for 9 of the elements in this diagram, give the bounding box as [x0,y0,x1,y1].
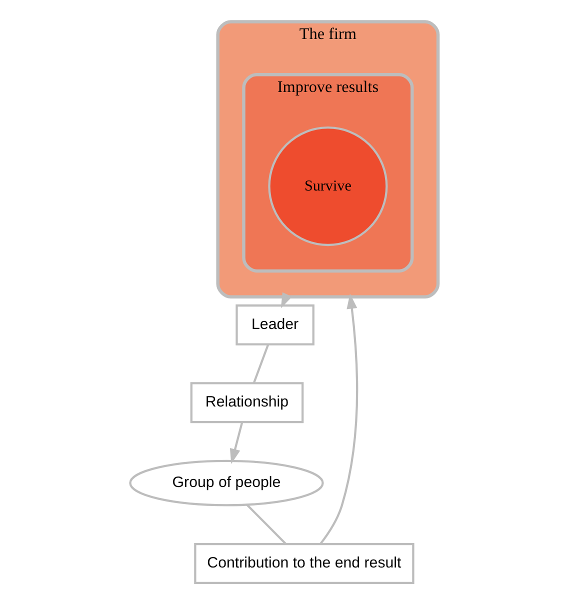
arrow [319,294,358,544]
node-box: Relationship [190,382,304,424]
node-box: Leader [235,304,314,346]
connector [252,344,269,384]
node-box: Contribution to the end result [194,542,414,584]
node-ellipse: Group of people [128,460,324,506]
node-circle: Survive [268,126,388,246]
arrow [229,422,243,464]
connector [246,504,286,545]
